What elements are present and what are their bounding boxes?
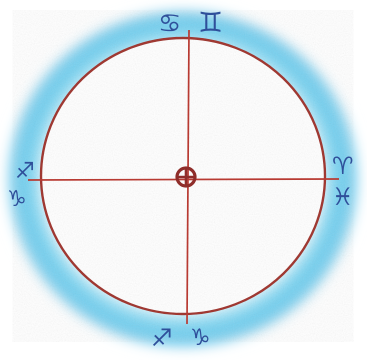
pisces-glyph: ♓ xyxy=(332,183,354,211)
aries-glyph: ♈ xyxy=(332,152,354,180)
capricorn-left-glyph: ♑ xyxy=(7,187,27,212)
sagittarius-left-glyph: ♐ xyxy=(15,159,35,184)
capricorn-bottom-glyph: ♑ xyxy=(190,325,211,351)
sagittarius-bottom-glyph: ♐ xyxy=(151,324,173,352)
gemini-glyph: ♊ xyxy=(198,6,223,39)
center-marker xyxy=(177,168,195,186)
horizontal-axis xyxy=(28,179,339,180)
cancer-glyph: ♋ xyxy=(158,9,181,39)
